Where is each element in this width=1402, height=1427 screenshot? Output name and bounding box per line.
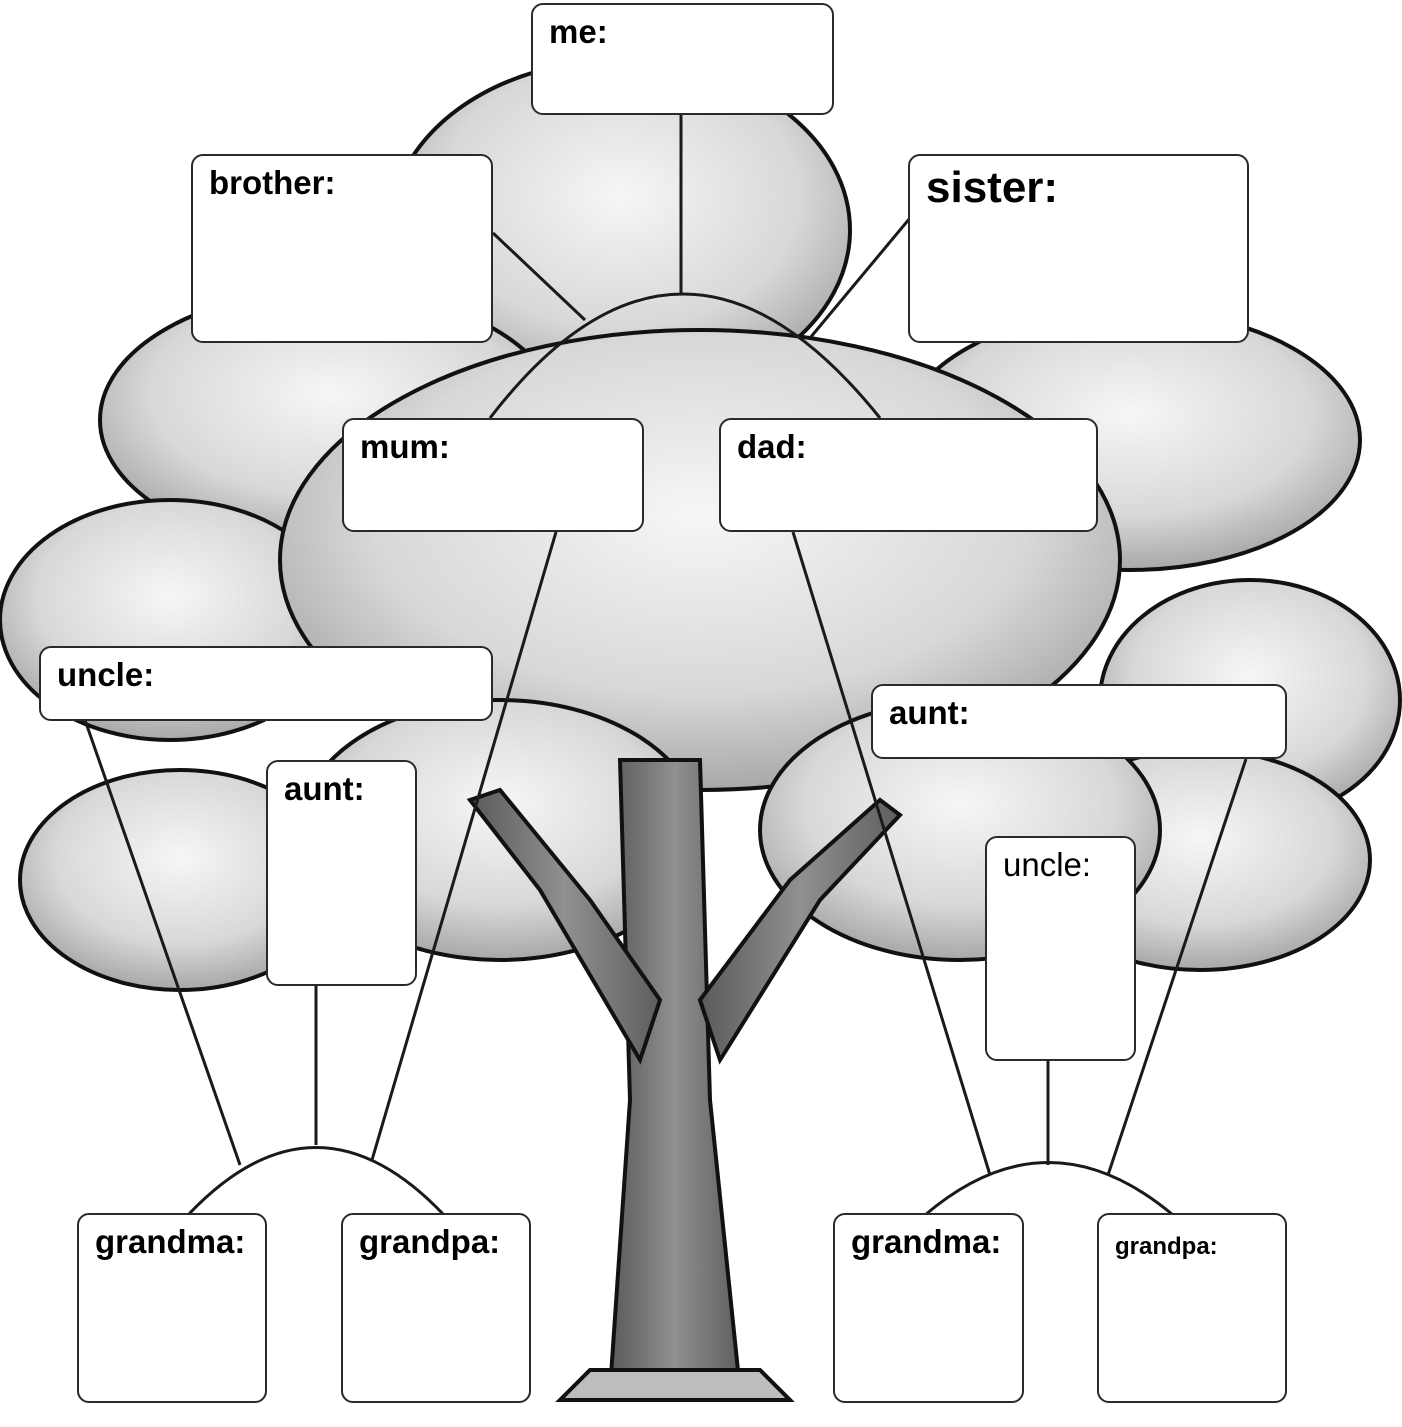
dad-box[interactable]: dad:: [719, 418, 1098, 532]
aunt-right-box[interactable]: aunt:: [871, 684, 1287, 759]
brother-label: brother:: [209, 164, 336, 201]
grandpa-right-label: grandpa:: [1115, 1233, 1218, 1260]
aunt-left-box[interactable]: aunt:: [266, 760, 417, 986]
aunt-right-label: aunt:: [889, 694, 970, 731]
sister-box[interactable]: sister:: [908, 154, 1249, 343]
grandma-right-label: grandma:: [851, 1223, 1002, 1260]
sister-label: sister:: [926, 163, 1059, 212]
grandpa-left-box[interactable]: grandpa:: [341, 1213, 531, 1403]
grandma-left-label: grandma:: [95, 1223, 246, 1260]
me-label: me:: [549, 13, 608, 50]
mum-box[interactable]: mum:: [342, 418, 644, 532]
trunk: [466, 758, 903, 1402]
uncle-right-box[interactable]: uncle:: [985, 836, 1136, 1061]
connector-lines: [83, 115, 1248, 1217]
grandpa-right-box[interactable]: grandpa:: [1097, 1213, 1287, 1403]
me-box[interactable]: me:: [531, 3, 834, 115]
uncle-right-label: uncle:: [1003, 846, 1092, 883]
grandpa-left-label: grandpa:: [359, 1223, 501, 1260]
grandma-right-box[interactable]: grandma:: [833, 1213, 1024, 1403]
grandma-left-box[interactable]: grandma:: [77, 1213, 267, 1403]
uncle-left-label: uncle:: [57, 656, 155, 693]
uncle-left-box[interactable]: uncle:: [39, 646, 493, 721]
dad-label: dad:: [737, 428, 807, 465]
mum-label: mum:: [360, 428, 450, 465]
brother-box[interactable]: brother:: [191, 154, 493, 343]
aunt-left-label: aunt:: [284, 770, 365, 807]
